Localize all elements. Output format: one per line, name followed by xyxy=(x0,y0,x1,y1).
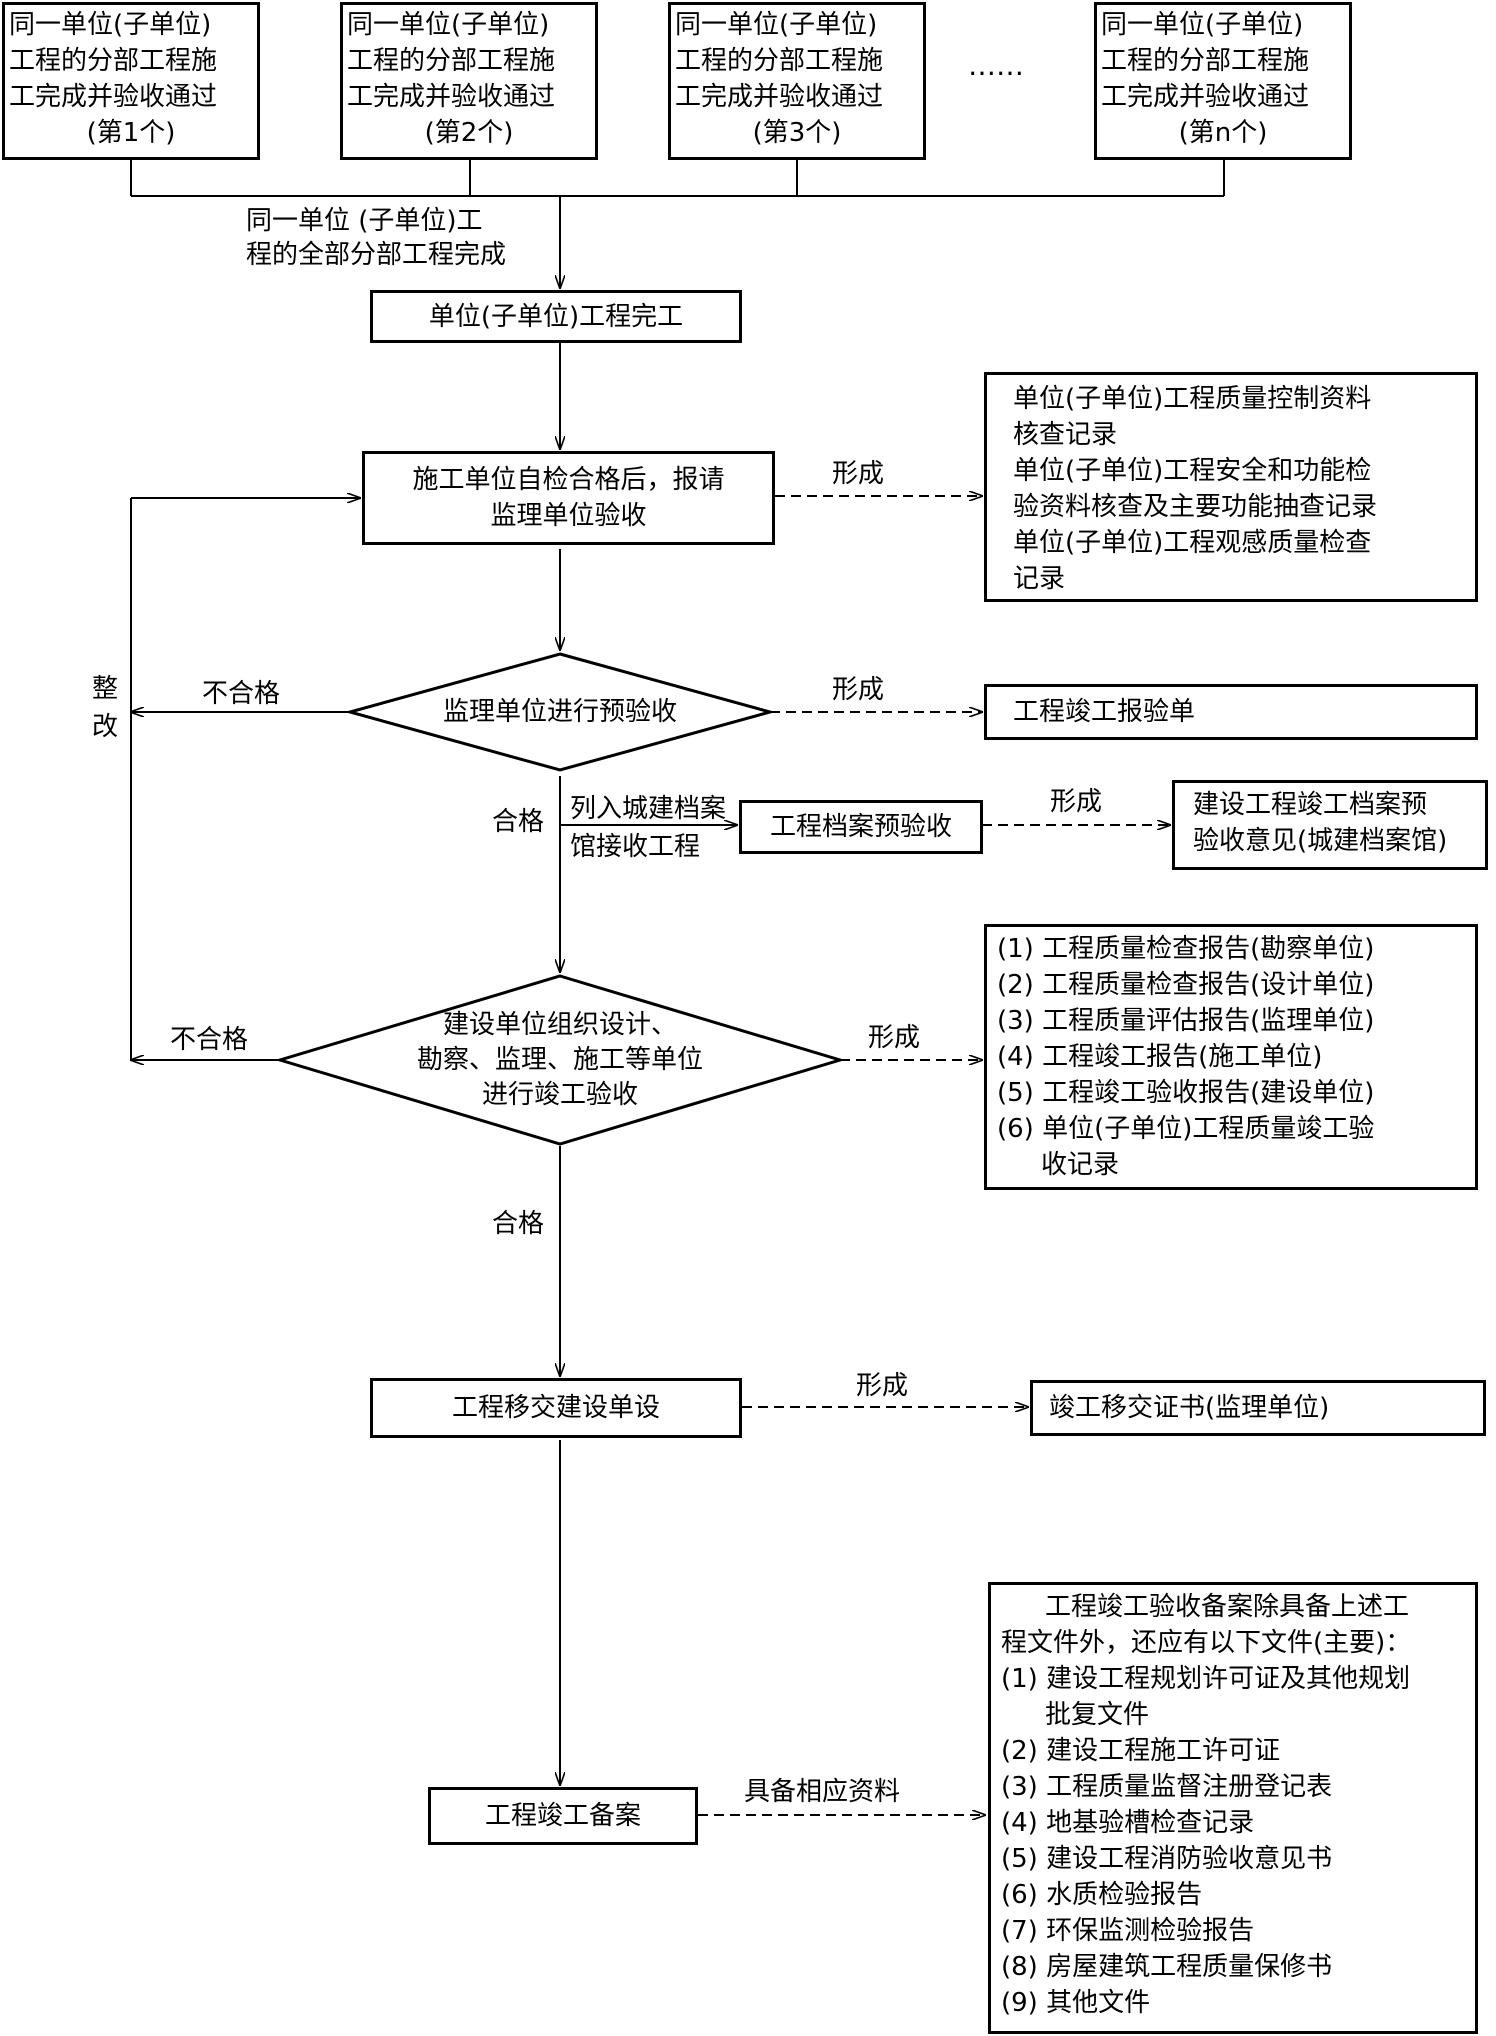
subproject-3-line-4: (第3个) xyxy=(752,118,842,148)
unit-complete-node: 单位(子单位)工程完工 xyxy=(370,290,742,343)
rectify-label: 整 改 xyxy=(92,670,118,746)
filing-doc-line-8: (5) 建设工程消防验收意见书 xyxy=(1001,1844,1333,1874)
self-check-node: 施工单位自检合格后，报请 监理单位验收 xyxy=(362,451,775,545)
filing-doc-line-5: (2) 建设工程施工许可证 xyxy=(1001,1736,1281,1766)
report-line-5: (5) 工程竣工验收报告(建设单位) xyxy=(997,1078,1375,1108)
unit-complete-text: 单位(子单位)工程完工 xyxy=(428,301,684,332)
subproject-3-line-1: 同一单位(子单位) xyxy=(675,10,878,40)
archive-opinion-line-1: 建设工程竣工档案预 xyxy=(1193,790,1428,820)
subproject-3-line-2: 工程的分部工程施 xyxy=(675,46,884,76)
report-line-7: 收记录 xyxy=(1041,1150,1120,1180)
report-line-4: (4) 工程竣工报告(施工单位) xyxy=(997,1042,1323,1072)
subproject-3-line-3: 工完成并验收通过 xyxy=(675,82,884,112)
report-line-2: (2) 工程质量检查报告(设计单位) xyxy=(997,970,1375,1000)
archive-branch-line-2: 馆接收工程 xyxy=(570,832,701,862)
report-line-3: (3) 工程质量评估报告(监理单位) xyxy=(997,1006,1375,1036)
final-acceptance-text: 建设单位组织设计、 勘察、监理、施工等单位 进行竣工验收 xyxy=(380,1006,740,1114)
record-line-4: 验资料核查及主要功能抽查记录 xyxy=(1013,492,1378,522)
handover-node: 工程移交建设单设 xyxy=(370,1378,742,1438)
subproject-1-line-4: (第1个) xyxy=(86,118,176,148)
self-check-line-2: 监理单位验收 xyxy=(490,501,647,531)
subproject-2-line-4: (第2个) xyxy=(424,118,514,148)
final-acceptance-line-3: 进行竣工验收 xyxy=(481,1079,638,1110)
filing-doc-line-1: 工程竣工验收备案除具备上述工 xyxy=(1045,1592,1410,1622)
subproject-1-line-2: 工程的分部工程施 xyxy=(9,46,218,76)
handover-cert-text: 竣工移交证书(监理单位) xyxy=(1049,1393,1330,1423)
subproject-n-line-4: (第n个) xyxy=(1178,118,1268,148)
subproject-box-3: 同一单位(子单位) 工程的分部工程施 工完成并验收通过 (第3个) xyxy=(668,2,926,160)
filing-doc-line-10: (7) 环保监测检验报告 xyxy=(1001,1916,1255,1946)
merge-label-line-1: 同一单位 (子单位)工 xyxy=(246,206,483,236)
form-label-2: 形成 xyxy=(832,675,885,705)
subproject-2-line-2: 工程的分部工程施 xyxy=(347,46,556,76)
fail-label-1: 不合格 xyxy=(202,679,281,709)
filing-doc-line-6: (3) 工程质量监督注册登记表 xyxy=(1001,1772,1333,1802)
pre-acceptance-form-box: 工程竣工报验单 xyxy=(984,684,1478,740)
subproject-2-line-3: 工完成并验收通过 xyxy=(347,82,556,112)
subproject-box-1: 同一单位(子单位) 工程的分部工程施 工完成并验收通过 (第1个) xyxy=(2,2,260,160)
self-check-line-1: 施工单位自检合格后，报请 xyxy=(412,465,725,495)
subproject-n-line-2: 工程的分部工程施 xyxy=(1101,46,1310,76)
form-label-3: 形成 xyxy=(1050,787,1103,817)
filing-material-label: 具备相应资料 xyxy=(744,1777,901,1807)
subproject-n-line-1: 同一单位(子单位) xyxy=(1101,10,1304,40)
handover-text: 工程移交建设单设 xyxy=(451,1393,660,1423)
record-line-2: 核查记录 xyxy=(1013,420,1118,450)
record-line-5: 单位(子单位)工程观感质量检查 xyxy=(1013,528,1372,558)
form-label-4: 形成 xyxy=(868,1023,921,1053)
pass-label-1: 合格 xyxy=(492,807,545,837)
archive-branch-label: 列入城建档案 馆接收工程 xyxy=(570,790,726,866)
archive-pre-text: 工程档案预验收 xyxy=(769,812,952,842)
filing-docs-box: 工程竣工验收备案除具备上述工 程文件外，还应有以下文件(主要)： (1) 建设工… xyxy=(988,1582,1478,2034)
filing-doc-line-11: (8) 房屋建筑工程质量保修书 xyxy=(1001,1952,1333,1982)
fail-label-2: 不合格 xyxy=(170,1025,249,1055)
subproject-1-line-3: 工完成并验收通过 xyxy=(9,82,218,112)
archive-pre-node: 工程档案预验收 xyxy=(739,800,983,854)
filing-node: 工程竣工备案 xyxy=(428,1787,698,1845)
filing-doc-line-3: (1) 建设工程规划许可证及其他规划 xyxy=(1001,1664,1411,1694)
rectify-char-1: 整 xyxy=(92,674,119,704)
record-line-3: 单位(子单位)工程安全和功能检 xyxy=(1013,456,1372,486)
merge-label-line-2: 程的全部分部工程完成 xyxy=(246,240,507,270)
subproject-2-line-1: 同一单位(子单位) xyxy=(347,10,550,40)
subproject-n-line-3: 工完成并验收通过 xyxy=(1101,82,1310,112)
subproject-box-2: 同一单位(子单位) 工程的分部工程施 工完成并验收通过 (第2个) xyxy=(340,2,598,160)
report-line-1: (1) 工程质量检查报告(勘察单位) xyxy=(997,934,1375,964)
pre-acceptance-text: 监理单位进行预验收 xyxy=(442,696,677,727)
filing-doc-line-2: 程文件外，还应有以下文件(主要)： xyxy=(1001,1628,1412,1658)
pass-label-2: 合格 xyxy=(492,1209,545,1239)
handover-cert-box: 竣工移交证书(监理单位) xyxy=(1030,1380,1486,1436)
record-line-1: 单位(子单位)工程质量控制资料 xyxy=(1013,384,1372,414)
filing-doc-line-7: (4) 地基验槽检查记录 xyxy=(1001,1808,1255,1838)
final-acceptance-diamond xyxy=(274,974,846,1146)
final-acceptance-line-1: 建设单位组织设计、 xyxy=(442,1009,677,1040)
rectify-char-2: 改 xyxy=(92,712,119,742)
final-reports-box: (1) 工程质量检查报告(勘察单位) (2) 工程质量检查报告(设计单位) (3… xyxy=(984,924,1478,1190)
report-line-6: (6) 单位(子单位)工程质量竣工验 xyxy=(997,1114,1375,1144)
subproject-box-n: 同一单位(子单位) 工程的分部工程施 工完成并验收通过 (第n个) xyxy=(1094,2,1352,160)
filing-doc-line-9: (6) 水质检验报告 xyxy=(1001,1880,1203,1910)
form-label-5: 形成 xyxy=(856,1371,909,1401)
merge-label: 同一单位 (子单位)工 程的全部分部工程完成 xyxy=(246,204,506,272)
ellipsis: …… xyxy=(968,49,1024,82)
archive-opinion-line-2: 验收意见(城建档案馆) xyxy=(1193,826,1448,856)
filing-doc-line-12: (9) 其他文件 xyxy=(1001,1988,1151,2018)
filing-text: 工程竣工备案 xyxy=(484,1801,641,1831)
form-label-1: 形成 xyxy=(832,459,885,489)
archive-opinion-box: 建设工程竣工档案预 验收意见(城建档案馆) xyxy=(1172,780,1488,870)
record-line-6: 记录 xyxy=(1013,564,1066,594)
final-acceptance-line-2: 勘察、监理、施工等单位 xyxy=(416,1044,703,1075)
archive-branch-line-1: 列入城建档案 xyxy=(570,794,727,824)
pre-acceptance-diamond xyxy=(344,652,776,772)
pre-acceptance-form-text: 工程竣工报验单 xyxy=(1013,697,1196,727)
subproject-1-line-1: 同一单位(子单位) xyxy=(9,10,212,40)
filing-doc-line-4: 批复文件 xyxy=(1045,1700,1150,1730)
self-check-records-box: 单位(子单位)工程质量控制资料 核查记录 单位(子单位)工程安全和功能检 验资料… xyxy=(984,372,1478,602)
